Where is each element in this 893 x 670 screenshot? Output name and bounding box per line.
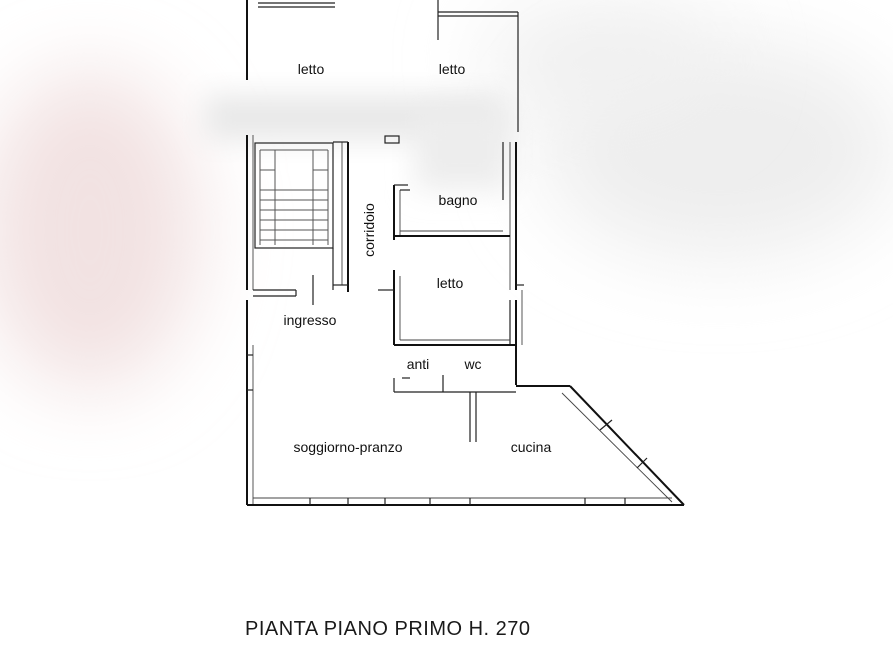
room-label-bagno: bagno (439, 192, 478, 208)
room-label-letto-top-left: letto (298, 61, 325, 77)
outer-walls (246, 0, 685, 506)
blurred-overlay (0, 0, 893, 390)
room-label-corridoio: corridoio (361, 203, 377, 257)
room-label-anti: anti (407, 356, 430, 372)
room-label-letto-mid: letto (437, 275, 464, 291)
inner-walls (253, 135, 516, 442)
room-label-ingresso: ingresso (284, 312, 337, 328)
room-label-wc: wc (463, 356, 481, 372)
staircase (254, 141, 349, 292)
room-label-letto-top-right: letto (439, 61, 466, 77)
plan-caption: PIANTA PIANO PRIMO H. 270 (245, 618, 531, 640)
room-label-cucina: cucina (511, 439, 552, 455)
room-label-soggiorno-pranzo: soggiorno-pranzo (294, 439, 403, 455)
